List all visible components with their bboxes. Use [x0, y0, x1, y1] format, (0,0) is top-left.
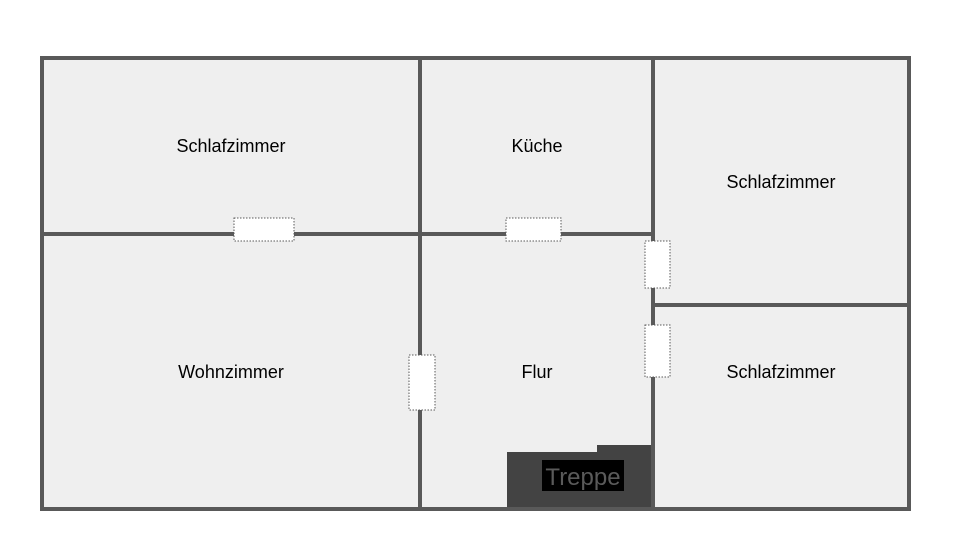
room-label-kitchen: Küche [511, 136, 562, 156]
room-label-bedroom-top-left: Schlafzimmer [176, 136, 285, 156]
room-label-hallway: Flur [522, 362, 553, 382]
room-label-bedroom-right-bottom: Schlafzimmer [726, 362, 835, 382]
door-bedroom-living[interactable] [233, 217, 295, 242]
door-hallway-bedroom-bottom[interactable] [644, 324, 671, 378]
stairs-label: Treppe [545, 464, 620, 491]
floor-area [42, 58, 909, 509]
outer-wall [40, 56, 911, 511]
door-hallway-bedroom-top[interactable] [644, 240, 671, 289]
stairs-label-background [542, 460, 624, 491]
door-living-hallway[interactable] [408, 354, 436, 411]
door-kitchen-hallway[interactable] [505, 217, 562, 242]
room-label-bedroom-right-top: Schlafzimmer [726, 172, 835, 192]
room-label-living-room: Wohnzimmer [178, 362, 284, 382]
doors [233, 217, 671, 411]
